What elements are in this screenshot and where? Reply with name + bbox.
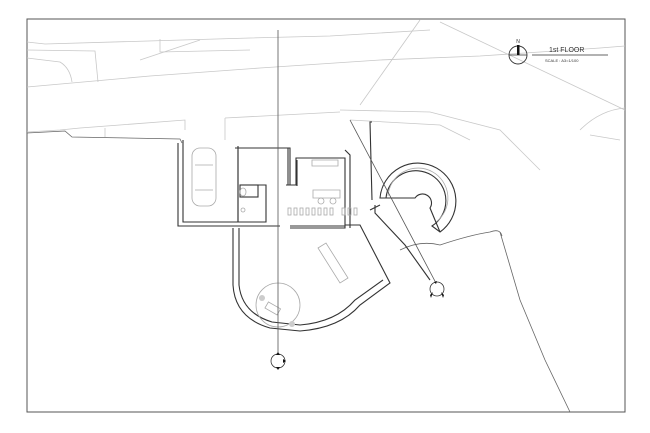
living-room xyxy=(232,224,391,332)
toilet-room xyxy=(239,184,259,198)
toilet-icon xyxy=(239,187,247,197)
drain-icon xyxy=(240,207,246,213)
north-label: N xyxy=(516,39,520,45)
core-rooms xyxy=(235,147,358,229)
sofa xyxy=(317,242,349,284)
north-arrow-icon xyxy=(508,45,528,65)
site-boundary xyxy=(26,130,571,413)
title-block: N 1st FLOOR SCALE : A3=1/100 xyxy=(508,39,608,65)
site-context-lines xyxy=(26,19,626,171)
section-marker-b xyxy=(429,281,445,298)
section-marker-a xyxy=(270,352,286,370)
circular-room xyxy=(369,121,457,281)
garage xyxy=(177,140,239,227)
drawing-scale: SCALE : A3=1/100 xyxy=(545,58,579,63)
section-line-diagonal xyxy=(349,119,438,286)
car-icon xyxy=(191,147,217,207)
drawing-frame xyxy=(26,18,626,413)
deck-boards xyxy=(287,207,358,216)
terrain-edge xyxy=(399,230,503,251)
drawing-title: 1st FLOOR xyxy=(549,47,584,54)
